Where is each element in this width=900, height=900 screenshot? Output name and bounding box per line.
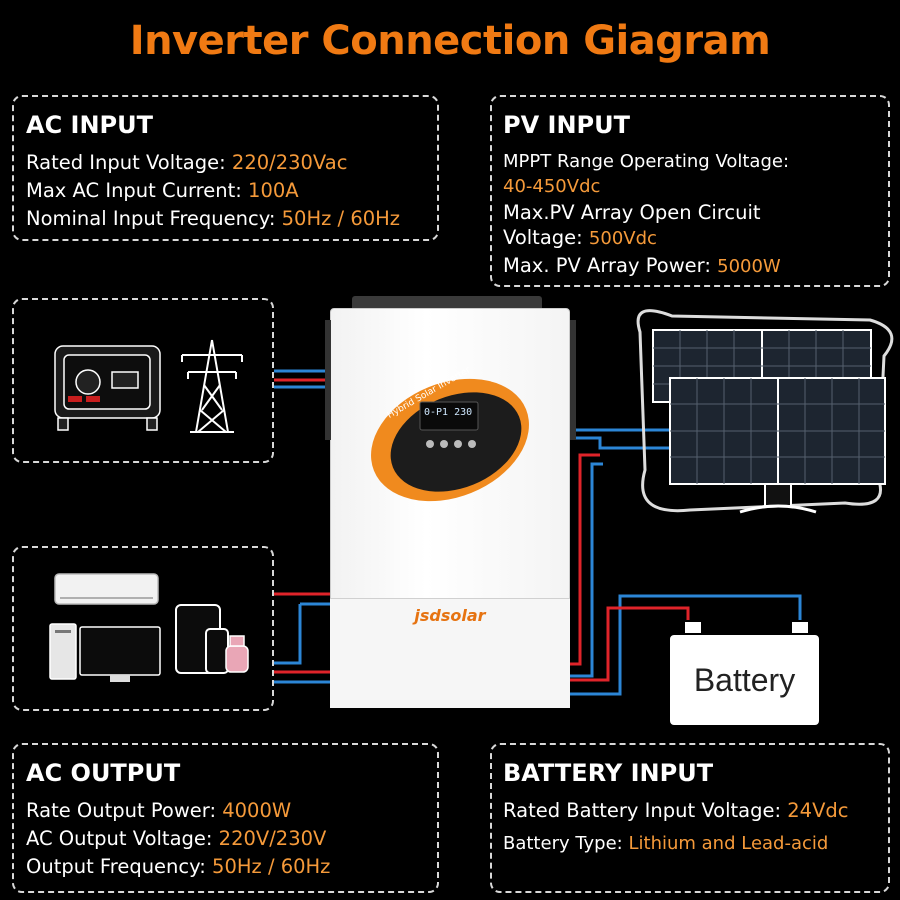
inverter-side-rail: [570, 320, 576, 440]
battery-terminal-positive: [683, 620, 703, 633]
ac-output-row: Rate Output Power: 4000W: [26, 799, 292, 822]
ac-input-row: Rated Input Voltage: 220/230Vac: [26, 151, 348, 174]
grid-source-box: [12, 298, 274, 463]
pv-input-heading: PV INPUT: [503, 111, 630, 139]
battery-label: Battery: [693, 662, 796, 698]
pv-power-row: Max. PV Array Power: 5000W: [503, 254, 781, 277]
ac-output-row: AC Output Voltage: 220V/230V: [26, 827, 327, 850]
battery-input-box: [490, 743, 890, 893]
ac-input-heading: AC INPUT: [26, 111, 154, 139]
mppt-value: 40-450Vdc: [503, 176, 601, 197]
air-conditioner-icon: [54, 573, 159, 605]
solar-panel-icon: [636, 309, 894, 514]
loads-box: [12, 546, 274, 711]
ac-output-box: [12, 743, 439, 893]
battery-icon: [668, 633, 821, 727]
ac-input-row: Nominal Input Frequency: 50Hz / 60Hz: [26, 207, 401, 230]
ac-output-heading: AC OUTPUT: [26, 759, 181, 787]
inverter-side-rail: [325, 320, 331, 440]
smartwatch-icon: [225, 635, 249, 673]
generator-icon: [54, 345, 161, 431]
battery-input-row: Rated Battery Input Voltage: 24Vdc: [503, 799, 849, 822]
diagram-title: Inverter Connection Giagram: [129, 18, 771, 64]
pv-input-box: [490, 95, 890, 287]
open-circuit-row: Voltage: 500Vdc: [503, 226, 657, 249]
ac-input-row: Max AC Input Current: 100A: [26, 179, 299, 202]
battery-input-heading: BATTERY INPUT: [503, 759, 714, 787]
battery-terminal-negative: [790, 620, 810, 633]
brand-logo: jsdsolar: [414, 606, 486, 625]
inverter-bottom-panel: [330, 598, 570, 708]
ac-input-box: [12, 95, 439, 241]
ac-output-row: Output Frequency: 50Hz / 60Hz: [26, 855, 331, 878]
power-tower-icon: [181, 339, 243, 433]
battery-input-row: Battery Type: Lithium and Lead-acid: [503, 833, 829, 854]
ac-input-wires: [274, 369, 330, 389]
tv-icon: [79, 626, 161, 682]
mppt-label: MPPT Range Operating Voltage:: [503, 151, 790, 172]
inverter-display: 0-P1 230: [424, 407, 473, 418]
open-circuit-label: Max.PV Array Open Circuit: [503, 201, 761, 224]
desktop-computer-icon: [49, 623, 77, 680]
